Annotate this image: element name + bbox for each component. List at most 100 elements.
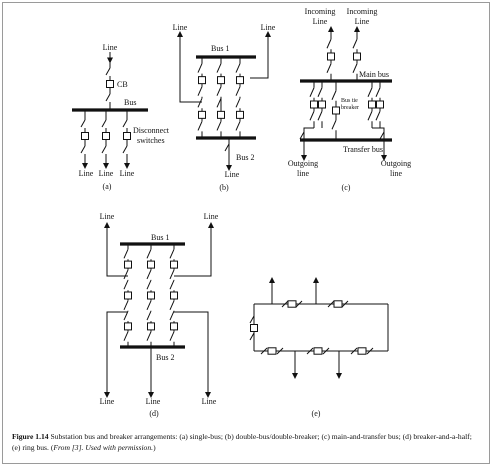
e-bottom-breaker-2	[313, 347, 323, 355]
a-breaker-feeder-2	[102, 132, 110, 140]
switch-icon	[123, 269, 129, 280]
breaker-icon	[217, 110, 225, 119]
c-incoming-label-2a: Incoming	[347, 7, 378, 16]
figure-frame	[2, 2, 490, 464]
switch-icon	[309, 111, 315, 121]
a-cb-label: CB	[117, 80, 128, 89]
c-outgoing-feed-1	[303, 127, 314, 148]
e-top-breaker-1	[287, 300, 297, 308]
d-line-in-left-feed	[106, 226, 128, 277]
a-line-in-label: Line	[103, 43, 118, 52]
c-bypass-switch-1	[299, 131, 305, 140]
switch-icon	[331, 90, 337, 100]
a-switch-mid	[105, 93, 111, 102]
a-switch-feeder-low-2	[101, 145, 107, 154]
e-top-breaker-2	[333, 300, 343, 308]
c-outgoing-label-2a: Outgoing	[381, 159, 411, 168]
panel-label-a: (a)	[103, 182, 112, 191]
switch-icon	[352, 39, 358, 49]
c-main-bus-label: Main bus	[359, 70, 389, 79]
switch-icon	[367, 87, 373, 97]
d-line-in-right-feed	[174, 226, 212, 277]
breaker-icon	[236, 76, 244, 85]
c-bus-tie-label-2: breaker	[341, 105, 359, 111]
switch-icon	[146, 269, 152, 280]
a-cb-icon	[106, 80, 114, 88]
c-incoming-label-1a: Incoming	[305, 7, 336, 16]
breaker-icon	[170, 322, 178, 331]
a-breaker-feeder-3	[123, 132, 131, 140]
switch-icon	[169, 300, 175, 311]
a-switch-feeder-low-3	[122, 145, 128, 154]
switch-icon	[326, 39, 332, 49]
c-bus-tie-label-1: Bus tie	[341, 98, 358, 104]
e-bottom-switch-l-3	[350, 347, 358, 355]
switch-icon	[146, 279, 152, 290]
breaker-icon	[368, 100, 376, 109]
breaker-icon	[124, 322, 132, 331]
switch-icon	[367, 111, 373, 121]
e-left-switch-top	[249, 315, 255, 324]
switch-icon	[169, 279, 175, 290]
switch-icon	[326, 63, 332, 73]
a-bus-label: Bus	[124, 98, 136, 107]
switch-icon	[169, 249, 175, 259]
a-switch-feeder-2	[101, 119, 107, 128]
panel-label-d: (d)	[149, 409, 159, 418]
switch-icon	[197, 63, 203, 73]
b-line-in-right-label: Line	[261, 23, 276, 32]
e-bottom-switch-l-2	[306, 347, 314, 355]
switch-icon	[197, 121, 203, 131]
breaker-icon	[124, 291, 132, 300]
a-breaker-feeder-1	[81, 132, 89, 140]
b-line-left-feed	[179, 36, 202, 103]
switch-icon	[375, 111, 381, 121]
switch-icon	[235, 98, 241, 108]
d-line-in-left-label: Line	[100, 212, 115, 221]
switch-icon	[123, 331, 129, 341]
caption-source-open: (	[50, 443, 54, 452]
caption-text: Substation bus and breaker arrangements:…	[12, 432, 472, 452]
d-line-out-right-feed	[174, 311, 209, 392]
figure-caption: Figure 1.14 Substation bus and breaker a…	[12, 431, 482, 453]
breaker-icon	[217, 76, 225, 85]
c-incoming-label-1b: Line	[313, 17, 328, 26]
breaker-icon	[147, 260, 155, 269]
switch-icon	[375, 87, 381, 97]
panel-label-e: (e)	[312, 409, 321, 418]
breaker-icon	[170, 260, 178, 269]
wiring	[72, 26, 392, 398]
switch-icon	[146, 300, 152, 311]
e-bottom-switch-r-3	[366, 347, 374, 355]
a-switch-feeder-1	[80, 119, 86, 128]
breaker-icon	[353, 52, 361, 61]
switch-icon	[331, 120, 337, 130]
d-line-out-left-label: Line	[100, 397, 115, 406]
switch-icon	[352, 63, 358, 73]
switch-icon	[317, 111, 323, 121]
e-top-switch-r-1	[295, 300, 303, 308]
switch-icon	[169, 331, 175, 341]
b-line-in-left-label: Line	[173, 23, 188, 32]
breaker-icon	[198, 76, 206, 85]
e-bottom-switch-r-1	[276, 347, 284, 355]
breaker-icon	[310, 100, 318, 109]
switch-icon	[317, 87, 323, 97]
switch-icon	[123, 310, 129, 321]
switch-icon	[169, 269, 175, 280]
c-bypass-switch-2	[379, 131, 385, 140]
d-bus1-label: Bus 1	[151, 233, 169, 242]
a-disconnect-label-1: Disconnect	[133, 126, 170, 135]
switch-icon	[123, 300, 129, 311]
breaker-icon	[170, 291, 178, 300]
e-top-switch-l-2	[327, 300, 335, 308]
breaker-icon	[327, 52, 335, 61]
b-bus2-label: Bus 2	[236, 153, 254, 162]
e-bottom-breaker-3	[357, 347, 367, 355]
d-bus2-label: Bus 2	[156, 353, 174, 362]
caption-figure-number: Figure 1.14	[12, 432, 49, 441]
switch-icon	[216, 63, 222, 73]
panel-label-c: (c)	[342, 183, 351, 192]
e-bottom-switch-l-1	[260, 347, 268, 355]
d-line-in-right-label: Line	[204, 212, 219, 221]
